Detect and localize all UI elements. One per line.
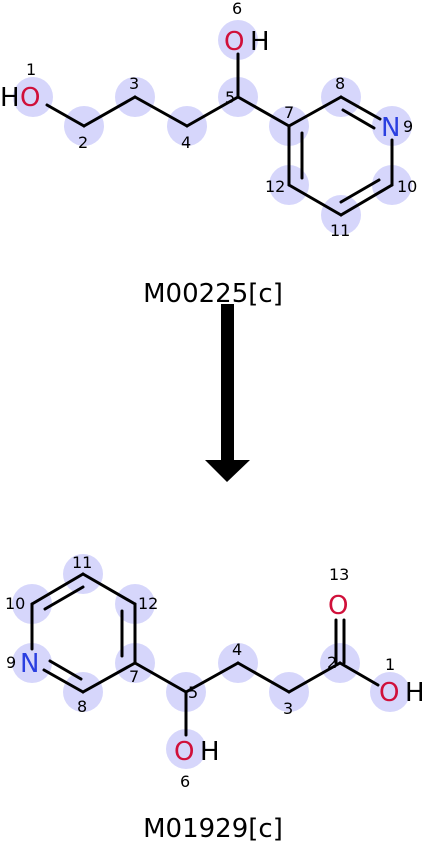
atom-symbol-n9: N bbox=[381, 113, 400, 143]
atom-symbol-h6: H bbox=[200, 737, 220, 767]
bond-8-9 bbox=[339, 95, 382, 121]
bond-2-3 bbox=[82, 95, 137, 128]
bond-inner-8-9 bbox=[341, 108, 376, 130]
bond-11-12 bbox=[81, 572, 137, 606]
atom-number: 10 bbox=[5, 594, 25, 613]
bond-7-8 bbox=[287, 95, 343, 128]
atom-number: 12 bbox=[138, 594, 158, 613]
highlight-atom-1 bbox=[370, 672, 410, 712]
bond-10-11 bbox=[339, 183, 394, 217]
atom-symbol-h6: H bbox=[250, 27, 270, 57]
atom-number: 10 bbox=[397, 177, 417, 196]
bond-3-4 bbox=[236, 661, 291, 694]
atom-symbol-o6: O bbox=[174, 737, 194, 767]
bond-1-2 bbox=[45, 103, 86, 128]
atom-symbol-h1: H bbox=[0, 83, 20, 113]
atom-number: 9 bbox=[6, 653, 16, 672]
down-arrow-icon bbox=[205, 304, 250, 482]
atom-number: 7 bbox=[129, 667, 139, 686]
product-atom-numbers: 1 2 3 4 5 6 7 8 9 10 11 12 13 bbox=[5, 553, 395, 791]
highlight-atom-6 bbox=[218, 20, 258, 60]
reactant-atom-numbers: 1 2 3 4 5 6 7 8 9 10 11 12 bbox=[26, 0, 417, 240]
bond-inner-10-11 bbox=[43, 585, 85, 611]
bond-4-5 bbox=[184, 661, 240, 694]
atom-number: 13 bbox=[329, 565, 349, 584]
highlight-atom-1 bbox=[13, 77, 53, 117]
atom-symbol-o13: O bbox=[328, 591, 348, 621]
atom-number: 1 bbox=[26, 60, 36, 79]
product-molecule: O O H O H N 1 2 3 4 5 6 7 8 9 10 11 12 1… bbox=[5, 553, 424, 841]
reactant-bonds bbox=[45, 52, 394, 217]
bond-5-7 bbox=[133, 661, 188, 694]
bond-1-2 bbox=[338, 661, 380, 687]
reactant-molecule: H O O H N 1 2 3 4 5 6 7 8 9 10 11 12 M00… bbox=[0, 0, 417, 309]
atom-number: 12 bbox=[265, 177, 285, 196]
bond-inner-10-11 bbox=[339, 178, 381, 204]
atom-number: 1 bbox=[385, 655, 395, 674]
atom-symbol-o6: O bbox=[224, 27, 244, 57]
reactant-highlights bbox=[13, 20, 412, 235]
atom-number: 8 bbox=[77, 697, 87, 716]
bond-7-8 bbox=[81, 661, 137, 694]
bond-10-11 bbox=[30, 572, 85, 606]
bond-11-12 bbox=[287, 183, 343, 217]
atom-number: 8 bbox=[335, 74, 345, 93]
atom-number: 6 bbox=[180, 772, 190, 791]
bond-inner-8-9 bbox=[48, 659, 83, 681]
atom-symbol-h1: H bbox=[405, 678, 424, 708]
product-name: M01929[c] bbox=[143, 814, 283, 841]
bond-3-4 bbox=[133, 95, 189, 128]
atom-number: 4 bbox=[181, 133, 191, 152]
atom-number: 3 bbox=[129, 74, 139, 93]
bond-8-9 bbox=[42, 668, 85, 694]
atom-number: 11 bbox=[330, 221, 350, 240]
atom-symbol-o1: O bbox=[379, 678, 399, 708]
atom-number: 6 bbox=[232, 0, 242, 18]
atom-number: 4 bbox=[232, 640, 242, 659]
atom-number: 7 bbox=[284, 103, 294, 122]
atom-number: 5 bbox=[188, 683, 198, 702]
highlight-atom-9 bbox=[372, 106, 412, 146]
atom-symbol-o1: O bbox=[20, 83, 40, 113]
atom-number: 2 bbox=[78, 133, 88, 152]
atom-number: 9 bbox=[403, 117, 413, 136]
reactant-name: M00225[c] bbox=[143, 279, 283, 309]
bond-4-5 bbox=[185, 95, 240, 128]
bond-5-7 bbox=[236, 95, 291, 128]
atom-number: 11 bbox=[72, 553, 92, 572]
highlight-atom-6 bbox=[166, 729, 206, 769]
atom-number: 2 bbox=[327, 653, 337, 672]
atom-number: 5 bbox=[225, 88, 235, 107]
highlight-atom-9 bbox=[12, 643, 52, 683]
atom-number: 3 bbox=[283, 699, 293, 718]
atom-symbol-n9: N bbox=[20, 649, 39, 679]
product-bonds bbox=[30, 572, 380, 737]
bond-2-3 bbox=[287, 661, 342, 694]
